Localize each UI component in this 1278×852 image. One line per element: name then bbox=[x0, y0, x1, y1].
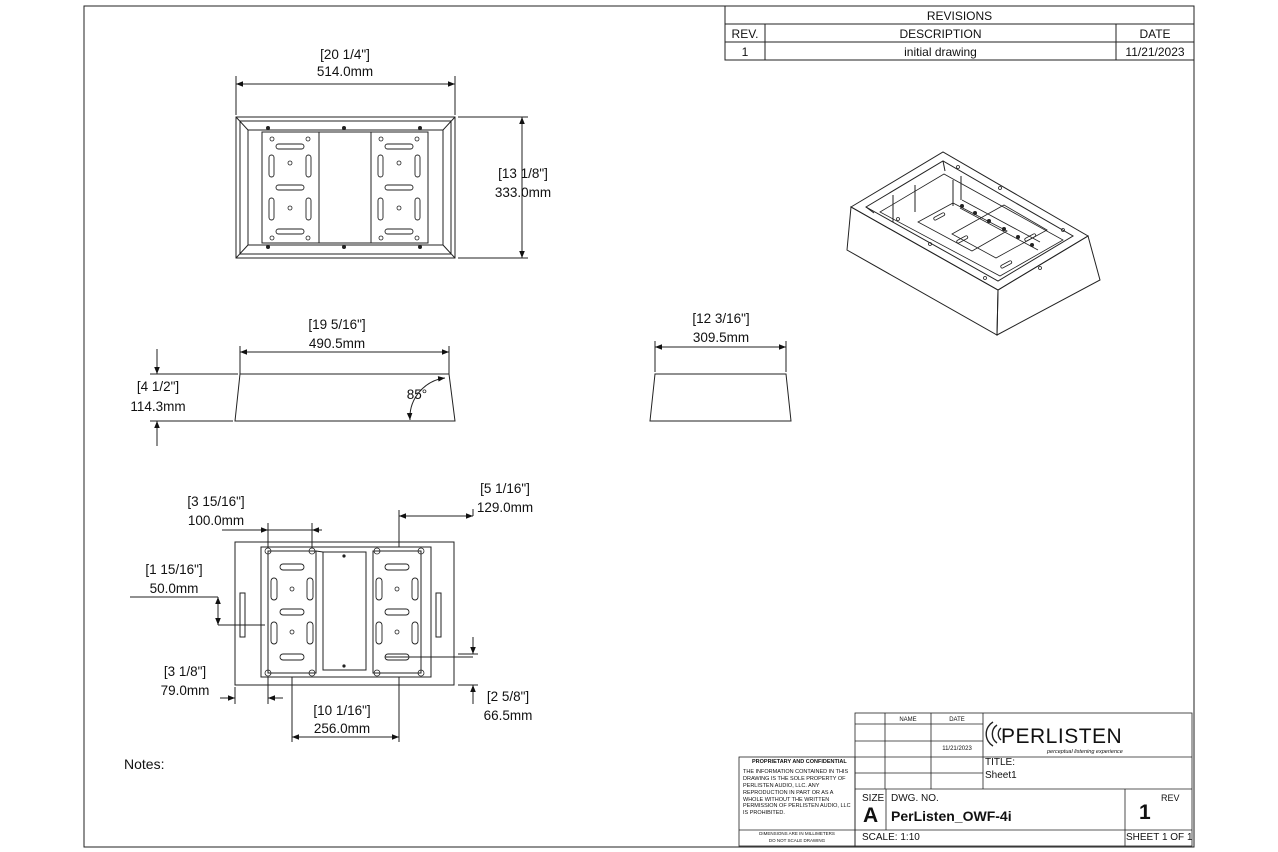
date-col-header: DATE bbox=[1139, 27, 1171, 41]
isometric-view bbox=[846, 151, 1101, 336]
front-height-mm: 114.3mm bbox=[130, 399, 186, 414]
bottom-right-width-mm: 129.0mm bbox=[476, 500, 534, 515]
front-height-inch: [4 1/2"] bbox=[136, 379, 180, 394]
side-view bbox=[649, 341, 792, 422]
top-height-inch: [13 1/8"] bbox=[498, 166, 548, 181]
bottom-center-inch: [10 1/16"] bbox=[313, 703, 371, 718]
scale-text: SCALE: 1:10 bbox=[862, 832, 920, 843]
rev-value: 1 bbox=[1139, 801, 1151, 824]
revisions-table-grid bbox=[724, 5, 1195, 61]
bottom-left-width-mm: 100.0mm bbox=[187, 513, 245, 528]
top-view bbox=[235, 76, 528, 259]
front-angle: 85° bbox=[406, 387, 428, 402]
dimensions-note: DIMENSIONS ARE IN MILLIMETERS bbox=[759, 831, 835, 836]
tb-name-header: NAME bbox=[899, 717, 917, 723]
bottom-v2-inch: [2 5/8"] bbox=[486, 689, 530, 704]
revisions-title: REVISIONS bbox=[926, 9, 993, 23]
bottom-h1-mm: 79.0mm bbox=[160, 683, 210, 698]
side-width-mm: 309.5mm bbox=[692, 330, 750, 345]
bottom-v1-inch: [1 15/16"] bbox=[145, 562, 203, 577]
title-value: Sheet1 bbox=[985, 770, 1017, 781]
sheet-border bbox=[83, 5, 1195, 848]
rev-label: REV bbox=[1161, 793, 1180, 803]
bottom-left-width-inch: [3 15/16"] bbox=[187, 494, 245, 509]
proprietary-text: THE INFORMATION CONTAINED IN THIS DRAWIN… bbox=[743, 769, 851, 817]
side-width-inch: [12 3/16"] bbox=[692, 311, 750, 326]
title-label: TITLE: bbox=[985, 757, 1016, 768]
proprietary-title: PROPRIETARY AND CONFIDENTIAL bbox=[752, 759, 847, 765]
tb-date-value: 11/21/2023 bbox=[942, 746, 972, 752]
tb-date-header: DATE bbox=[949, 717, 965, 723]
bottom-right-width-inch: [5 1/16"] bbox=[480, 481, 530, 496]
revision-rev: 1 bbox=[741, 45, 749, 59]
top-width-inch: [20 1/4"] bbox=[320, 47, 370, 62]
front-width-inch: [19 5/16"] bbox=[308, 317, 366, 332]
front-view bbox=[150, 346, 456, 446]
bottom-center-mm: 256.0mm bbox=[313, 721, 371, 736]
perlisten-logo-mark bbox=[985, 721, 1002, 747]
notes-label: Notes: bbox=[124, 756, 165, 772]
revision-date: 11/21/2023 bbox=[1125, 45, 1185, 59]
bottom-view bbox=[130, 509, 478, 742]
brand-tagline: perceptual listening experience bbox=[1047, 749, 1123, 755]
sheet-text: SHEET 1 OF 1 bbox=[1126, 832, 1193, 843]
revision-description: initial drawing bbox=[904, 45, 977, 59]
size-value: A bbox=[863, 804, 879, 827]
title-block-grid bbox=[738, 712, 1193, 847]
bottom-h1-inch: [3 1/8"] bbox=[163, 664, 207, 679]
bottom-v2-mm: 66.5mm bbox=[483, 708, 533, 723]
brand-name: PERLISTEN bbox=[1001, 725, 1123, 748]
no-scale-note: DO NOT SCALE DRAWING bbox=[768, 838, 826, 843]
revisions-table: REVISIONS REV. DESCRIPTION DATE 1 initia… bbox=[725, 6, 1194, 60]
rev-col-header: REV. bbox=[731, 27, 759, 41]
bottom-v1-mm: 50.0mm bbox=[149, 581, 199, 596]
dwg-no-label: DWG. NO. bbox=[891, 793, 939, 804]
top-height-mm: 333.0mm bbox=[494, 185, 552, 200]
front-width-mm: 490.5mm bbox=[308, 336, 366, 351]
dwg-no-value: PerListen_OWF-4i bbox=[891, 808, 1012, 824]
size-label: SIZE bbox=[862, 793, 885, 804]
top-width-mm: 514.0mm bbox=[316, 64, 374, 79]
description-col-header: DESCRIPTION bbox=[899, 27, 982, 41]
